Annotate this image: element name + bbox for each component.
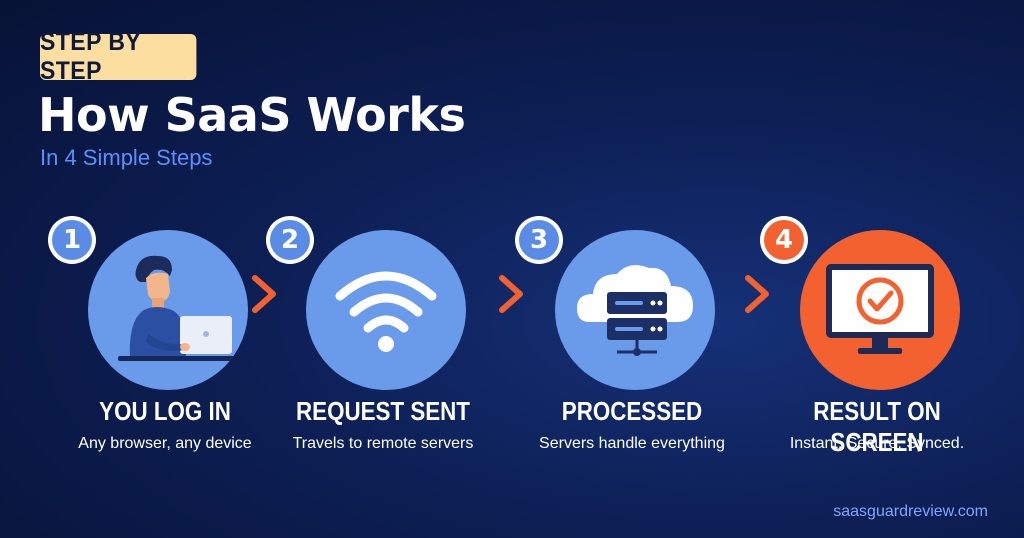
step-1-title: YOU LOG IN [99,396,231,426]
site-url: saasguardreview.com [833,503,988,520]
step-3: 3 PROCESSED Servers handle everything [512,216,752,456]
step-2-number-badge: 2 [266,216,314,264]
step-2-title: REQUEST SENT [296,396,470,426]
step-4-number-badge: 4 [760,216,808,264]
monitor-check-icon [826,264,934,354]
cloud-server-icon [577,265,693,356]
step-3-circle [555,230,715,390]
chevron-right-icon [745,275,769,313]
step-4-title: RESULT ON SCREEN [813,396,941,457]
step-4-number: 4 [764,220,804,260]
page-title: How SaaS Works [38,88,466,142]
person-laptop-icon [118,255,234,361]
step-4-description: Instant. Secure. Synced. [789,435,965,452]
chevron-right-icon [252,275,276,313]
wifi-icon [335,271,437,352]
step-4-circle [800,230,960,390]
step-3-title: PROCESSED [561,396,703,426]
step-3-number: 3 [519,220,559,260]
step-1: 1 YOU LOG IN Any browser, any device [45,216,285,456]
chevron-right-icon [499,275,523,313]
step-3-description: Servers handle everything [539,435,725,452]
page-subtitle: In 4 Simple Steps [40,145,213,170]
step-by-step-badge: STEP BY STEP [40,28,197,85]
step-1-circle [88,230,248,390]
step-2: 2 REQUEST SENT Travels to remote servers [263,216,503,456]
step-2-circle [306,230,466,390]
step-1-number-badge: 1 [48,216,96,264]
step-1-number: 1 [52,220,92,260]
step-1-description: Any browser, any device [78,435,252,452]
step-2-number: 2 [270,220,310,260]
step-3-number-badge: 3 [515,216,563,264]
step-4: 4 RESULT ON SCREEN Instant. Secure. Sync… [757,216,997,457]
step-2-description: Travels to remote servers [292,435,474,452]
